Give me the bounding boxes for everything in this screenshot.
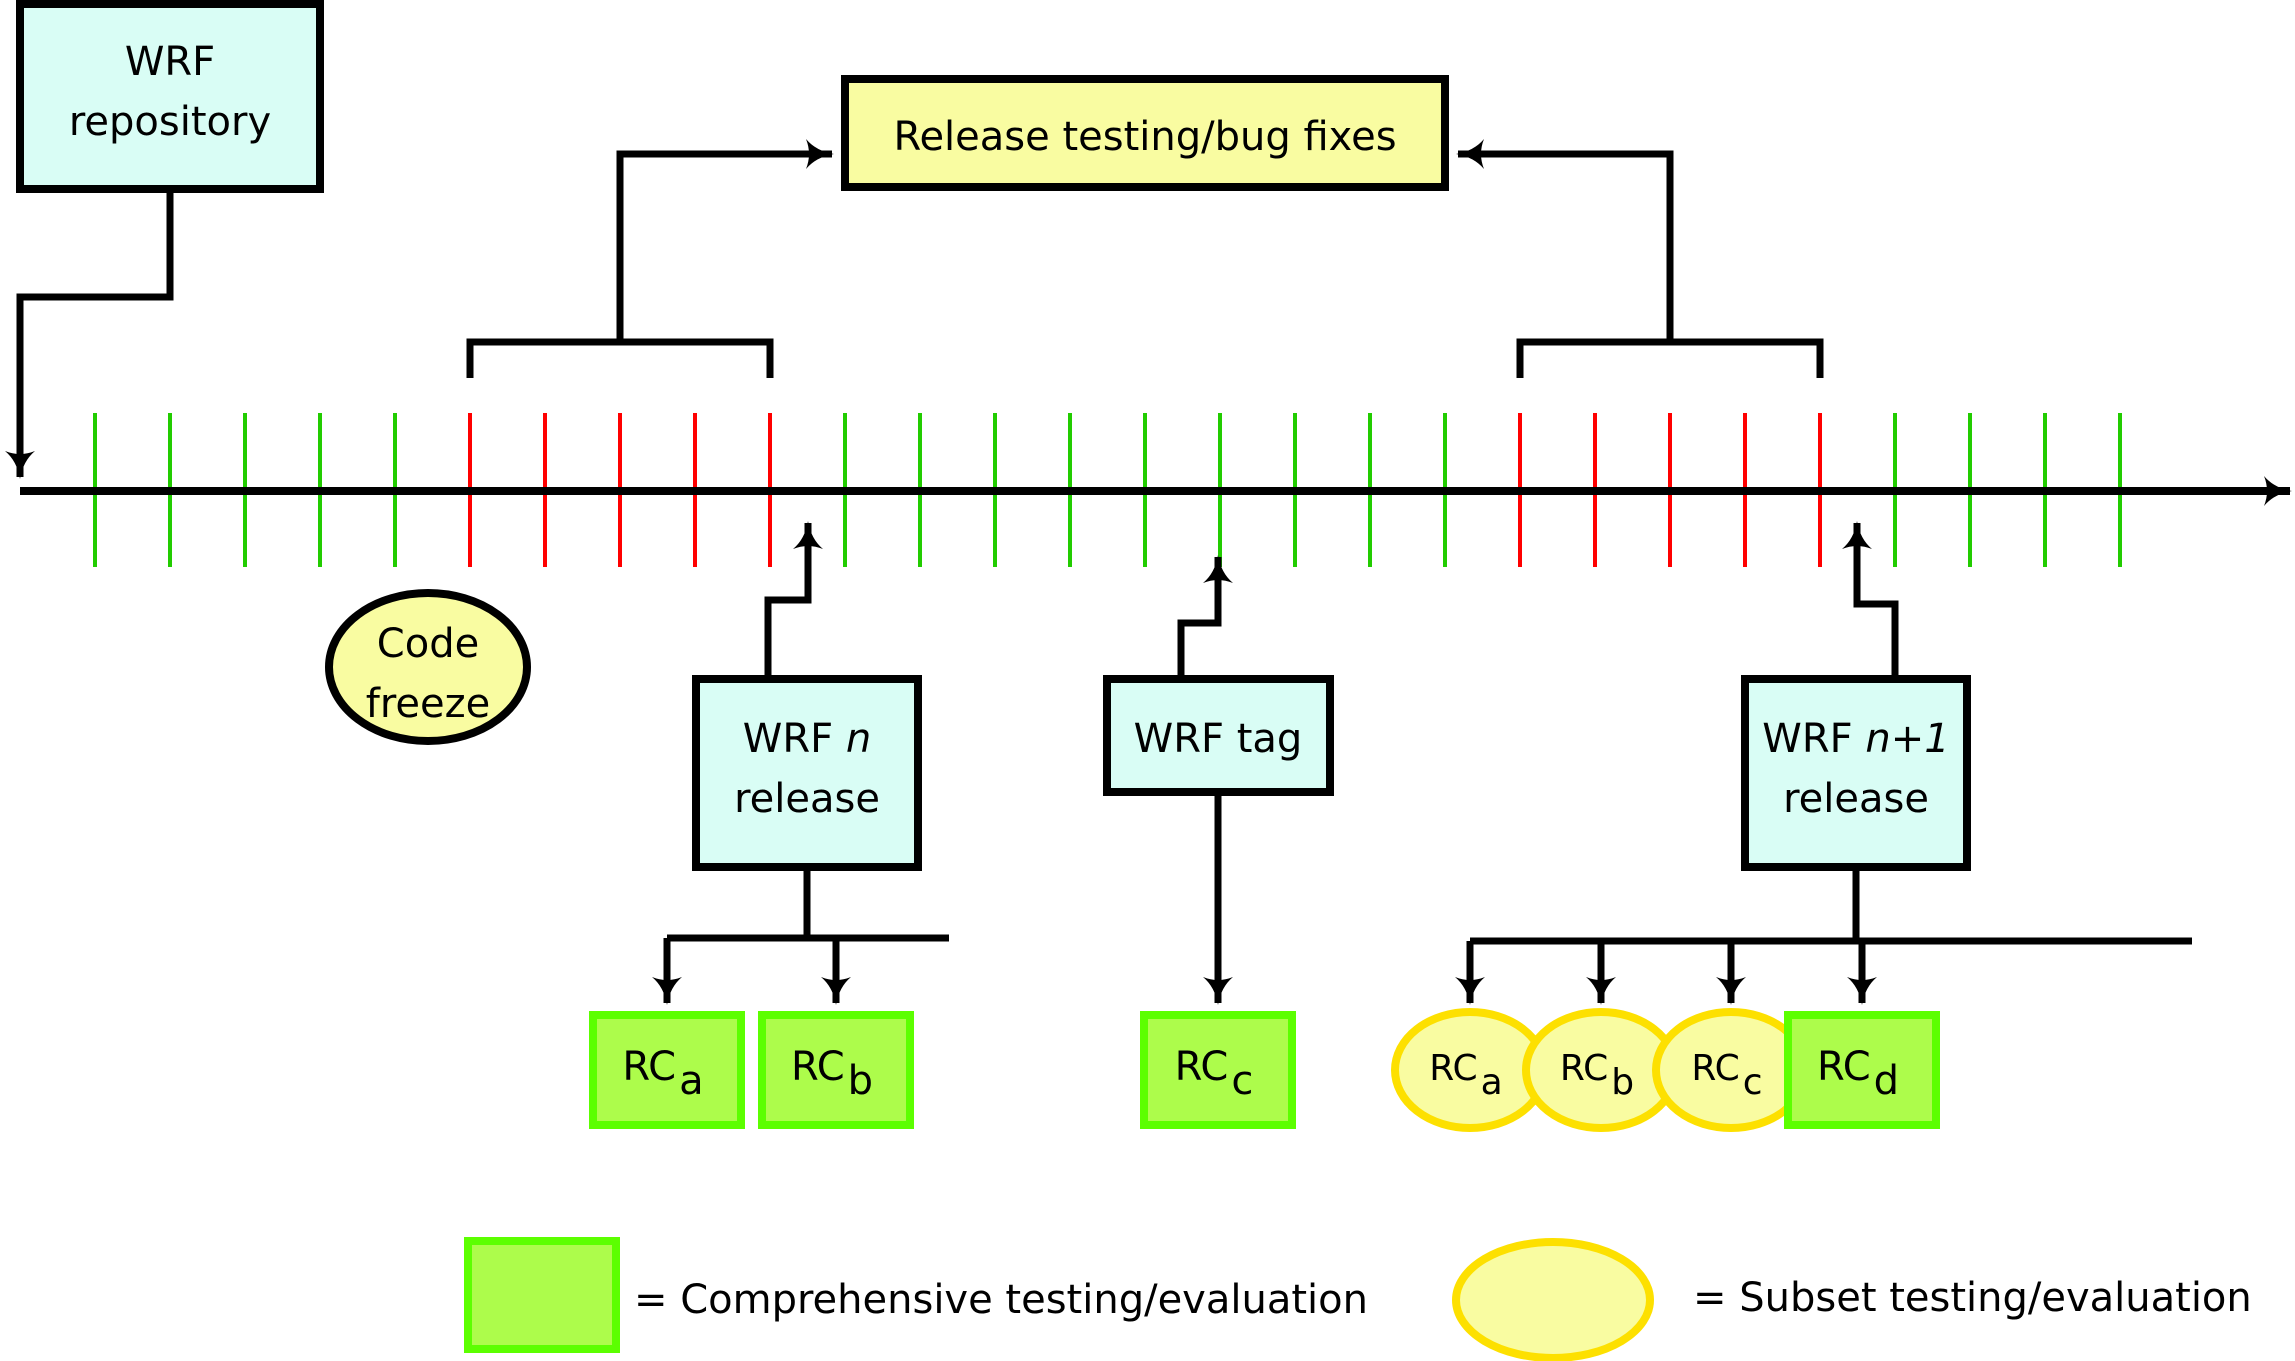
repository-node: WRF repository	[16, 0, 324, 193]
rc-label: RCd	[1817, 1044, 1899, 1104]
rc-label: RCb	[791, 1044, 873, 1104]
release-n1-node: WRF n+1 release	[1741, 675, 1971, 871]
release-testing-node: Release testing/bug fixes	[841, 75, 1449, 191]
rc-box	[758, 1011, 914, 1129]
legend-comprehensive-swatch	[464, 1237, 620, 1353]
rc-node-release-n1-b: RCb	[1522, 1008, 1680, 1132]
tag-node: WRF tag	[1103, 675, 1334, 796]
code-freeze-label-line1: Code	[377, 621, 479, 667]
release-n-up-connector	[764, 521, 823, 679]
release-n-label-line1: WRF n	[743, 716, 871, 762]
release-n-label-line2: release	[734, 776, 880, 822]
release-n1-label-line1: WRF n+1	[1762, 716, 1949, 762]
rc-box	[589, 1011, 745, 1129]
rc-node-release-n-b: RCb	[758, 1011, 914, 1129]
release-candidates: RCa RCb RCc RCa RCb RCc RCd	[589, 1008, 1940, 1132]
rc-label: RCc	[1691, 1048, 1762, 1103]
rc-node-release-n1-d: RCd	[1784, 1011, 1940, 1129]
legend-subset-swatch	[1452, 1238, 1654, 1361]
repository-label-line1: WRF	[125, 39, 215, 85]
tag-label: WRF tag	[1134, 716, 1303, 762]
repository-label-line2: repository	[69, 99, 271, 145]
release-n1-down-connectors	[1455, 867, 2192, 1005]
release-n-node: WRF n release	[692, 675, 922, 871]
legend-subset-label: = Subset testing/evaluation	[1693, 1275, 2252, 1321]
code-freeze-label-line2: freeze	[366, 681, 490, 727]
rc-label: RCb	[1560, 1048, 1634, 1103]
legend-comprehensive-label: = Comprehensive testing/evaluation	[634, 1277, 1368, 1323]
rc-node-release-n-a: RCa	[589, 1011, 745, 1129]
release-testing-label: Release testing/bug fixes	[893, 114, 1396, 160]
release-n1-label-line2: release	[1783, 776, 1929, 822]
rc-label: RCa	[1429, 1048, 1502, 1103]
release-n-down-connectors	[652, 867, 949, 1005]
release-window-bracket-1	[466, 139, 834, 378]
rc-box	[1784, 1011, 1940, 1129]
code-freeze-node: Code freeze	[325, 589, 531, 745]
rc-label: RCa	[622, 1044, 703, 1104]
legend-subset: = Subset testing/evaluation	[1452, 1238, 2252, 1361]
rc-node-tag-c: RCc	[1140, 1011, 1296, 1129]
release-n1-up-connector	[1842, 521, 1899, 679]
legend-comprehensive: = Comprehensive testing/evaluation	[464, 1237, 1368, 1353]
rc-node-release-n1-c: RCc	[1652, 1008, 1810, 1132]
tag-up-connector	[1177, 555, 1233, 679]
repository-connector	[5, 192, 174, 479]
rc-label: RCc	[1175, 1044, 1254, 1104]
release-window-bracket-2	[1456, 139, 1824, 378]
rc-box	[1140, 1011, 1296, 1129]
legend: = Comprehensive testing/evaluation = Sub…	[464, 1237, 2252, 1361]
